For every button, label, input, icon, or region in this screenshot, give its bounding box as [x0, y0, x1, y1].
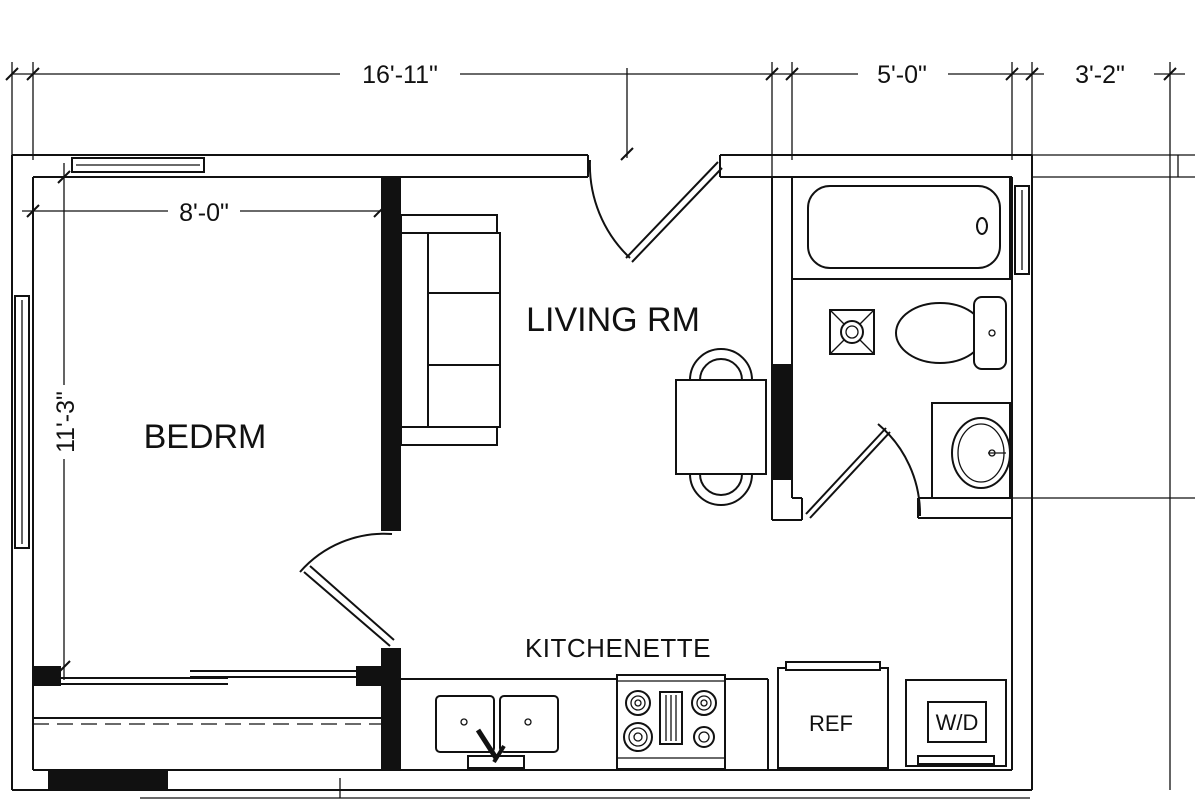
sofa: [400, 214, 501, 446]
right-extension-label: 3'-2": [1075, 61, 1125, 89]
windows: [14, 157, 1030, 549]
bedroom-width-label: 8'-0": [179, 199, 229, 227]
bedroom-depth-label: 11'-3": [52, 391, 80, 453]
bottom-marks: [140, 778, 1030, 799]
bedroom-dimensions: 8'-0" 11'-3": [22, 163, 387, 680]
washer-dryer-label: W/D: [936, 710, 979, 735]
refrigerator-label: REF: [809, 711, 853, 736]
kitchenette: KITCHENETTE REF W/D: [401, 633, 1007, 770]
overall-width-label: 16'-11": [362, 61, 438, 89]
doors: [299, 159, 922, 647]
top-dimension-lines: 16'-11" 5'-0" 3'-2": [5, 58, 1185, 790]
bedroom-partition: [381, 177, 401, 770]
bath-width-label: 5'-0": [877, 61, 927, 89]
bedroom-label: BEDRM: [144, 418, 267, 456]
bathroom: [771, 176, 1012, 521]
right-extension-lines: [1012, 154, 1195, 499]
dining-set: [675, 348, 767, 506]
closet: [33, 666, 384, 790]
room-labels: BEDRM LIVING RM: [144, 301, 700, 456]
kitchenette-label: KITCHENETTE: [525, 633, 711, 663]
living-room-label: LIVING RM: [526, 301, 700, 339]
